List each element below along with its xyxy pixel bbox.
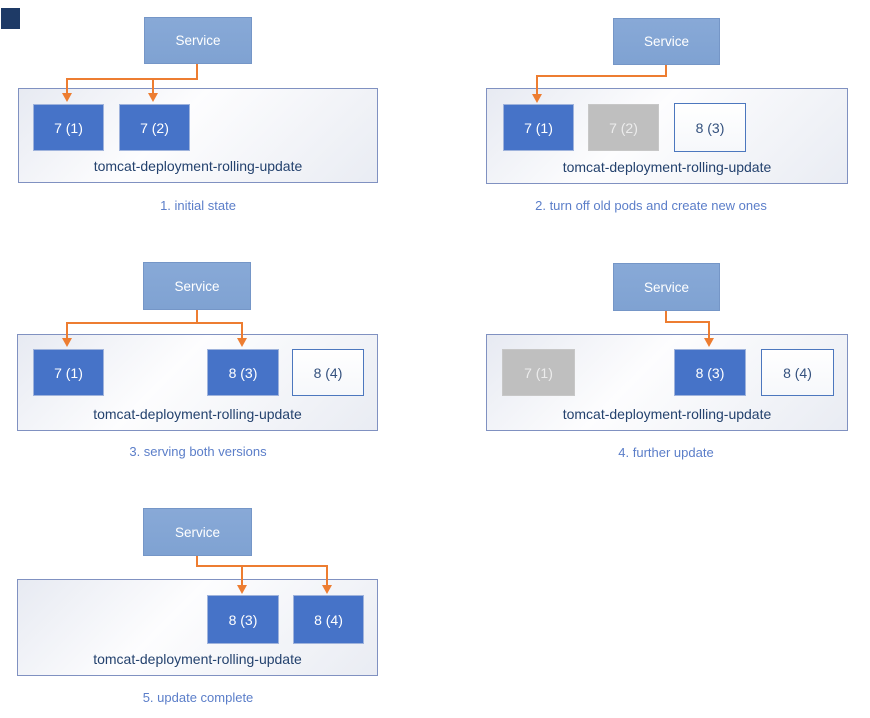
connector-segment bbox=[536, 75, 667, 77]
pod: 8 (3) bbox=[207, 595, 279, 644]
deployment-box-4: 7 (1) 8 (3) 8 (4) tomcat-deployment-roll… bbox=[486, 334, 848, 431]
deployment-label: tomcat-deployment-rolling-update bbox=[93, 651, 302, 667]
pod: 8 (3) bbox=[207, 349, 279, 396]
service-box-5: Service bbox=[143, 508, 252, 556]
connector-segment bbox=[708, 321, 710, 339]
deployment-label: tomcat-deployment-rolling-update bbox=[562, 406, 772, 422]
arrow-head bbox=[704, 338, 714, 347]
service-box-4: Service bbox=[613, 263, 720, 311]
deployment-label: tomcat-deployment-rolling-update bbox=[562, 159, 772, 175]
connector-segment bbox=[326, 565, 328, 586]
connector-segment bbox=[66, 322, 243, 324]
arrow-head bbox=[62, 338, 72, 347]
panel-caption-1: 1. initial state bbox=[160, 198, 236, 213]
service-box-2: Service bbox=[613, 18, 720, 65]
panel-caption-2: 2. turn off old pods and create new ones bbox=[535, 198, 767, 213]
deployment-label: tomcat-deployment-rolling-update bbox=[93, 406, 302, 422]
service-box-3: Service bbox=[143, 262, 251, 310]
arrow-head bbox=[237, 585, 247, 594]
connector-segment bbox=[665, 321, 710, 323]
arrow-head bbox=[322, 585, 332, 594]
arrow-head bbox=[237, 338, 247, 347]
deployment-label: tomcat-deployment-rolling-update bbox=[93, 158, 303, 174]
pod: 7 (1) bbox=[502, 349, 575, 396]
pod: 7 (2) bbox=[588, 104, 659, 151]
arrow-head bbox=[148, 93, 158, 102]
deployment-box-3: 7 (1) 8 (3) 8 (4) tomcat-deployment-roll… bbox=[17, 334, 378, 431]
connector-segment bbox=[665, 311, 667, 323]
connector-segment bbox=[241, 565, 243, 586]
connector-segment bbox=[196, 565, 328, 567]
connector-segment bbox=[196, 556, 198, 567]
pod: 7 (1) bbox=[33, 349, 104, 396]
pod: 8 (4) bbox=[293, 595, 364, 644]
pod: 8 (4) bbox=[292, 349, 364, 396]
deployment-box-1: 7 (1) 7 (2) tomcat-deployment-rolling-up… bbox=[18, 88, 378, 183]
pod: 7 (2) bbox=[119, 104, 190, 151]
connector-segment bbox=[66, 322, 68, 339]
connector-segment bbox=[66, 78, 68, 94]
deployment-box-2: 7 (1) 7 (2) 8 (3) tomcat-deployment-roll… bbox=[486, 88, 848, 184]
pod: 7 (1) bbox=[33, 104, 104, 151]
service-box-1: Service bbox=[144, 17, 252, 64]
pod: 7 (1) bbox=[503, 104, 574, 151]
connector-segment bbox=[152, 78, 154, 94]
connector-segment bbox=[196, 64, 198, 79]
corner-artifact bbox=[1, 8, 20, 29]
deployment-box-5: 8 (3) 8 (4) tomcat-deployment-rolling-up… bbox=[17, 579, 378, 676]
panel-caption-4: 4. further update bbox=[618, 445, 714, 460]
pod: 8 (3) bbox=[674, 103, 746, 152]
panel-caption-5: 5. update complete bbox=[142, 690, 254, 705]
connector-segment bbox=[536, 75, 538, 95]
connector-segment bbox=[66, 78, 198, 80]
pod: 8 (3) bbox=[674, 349, 746, 396]
connector-segment bbox=[196, 310, 198, 324]
panel-caption-3: 3. serving both versions bbox=[129, 444, 267, 459]
arrow-head bbox=[532, 94, 542, 103]
arrow-head bbox=[62, 93, 72, 102]
connector-segment bbox=[241, 322, 243, 339]
connector-segment bbox=[665, 65, 667, 77]
pod: 8 (4) bbox=[761, 349, 834, 396]
